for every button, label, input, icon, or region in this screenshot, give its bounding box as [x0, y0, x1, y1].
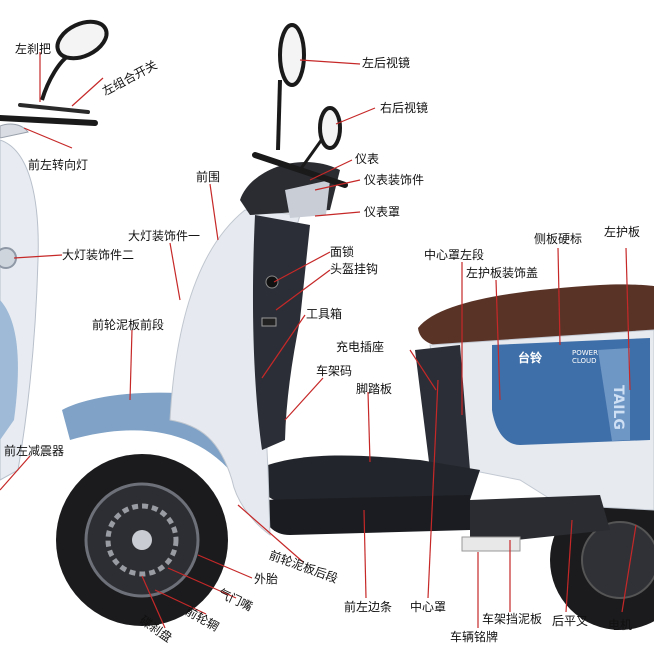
label-instrument-cover: 仪表罩 [364, 205, 401, 219]
label-headlight-trim-1: 大灯装饰件一 [128, 229, 201, 243]
left-rear-mirror-stem [276, 79, 282, 151]
label-left-guard-panel: 左护板 [604, 225, 641, 239]
label-motor: 电机 [608, 618, 633, 632]
disc-brake [105, 503, 179, 577]
label-front-apron: 前围 [196, 170, 221, 184]
leader-lines [0, 52, 637, 629]
left-mirror-stem [40, 53, 72, 101]
label-right-rear-mirror: 右后视镜 [380, 101, 429, 115]
side-panel-light-band [598, 348, 630, 441]
label-instrument: 仪表 [355, 152, 380, 166]
decal-power: POWER [572, 349, 598, 357]
seat [418, 284, 654, 347]
left-scooter-blue-fender [0, 300, 18, 440]
left-scooter-headlight [0, 247, 17, 269]
label-face-lock: 面锁 [330, 245, 355, 259]
left-handlebar [0, 115, 98, 126]
label-toolbox: 工具箱 [306, 307, 343, 321]
label-front-left-trim: 前左边条 [344, 600, 393, 614]
decal-cloud: CLOUD [572, 357, 597, 365]
label-vehicle-nameplate: 车辆铭牌 [450, 630, 499, 644]
left-mirror [55, 19, 109, 61]
face-lock [265, 275, 279, 289]
label-footboard: 脚踏板 [356, 382, 393, 396]
label-rear-swingarm: 后平叉 [552, 614, 589, 628]
label-left-guard-trim-cover: 左护板装饰盖 [466, 266, 539, 280]
left-brake-lever [18, 103, 90, 114]
label-outer-tire: 外胎 [254, 572, 279, 586]
label-side-hard-badge: 侧板硬标 [534, 232, 583, 246]
center-cover [415, 345, 470, 470]
label-headlight-trim-2: 大灯装饰件二 [62, 248, 135, 262]
label-center-cover-left: 中心罩左段 [424, 248, 485, 262]
label-center-cover: 中心罩 [410, 600, 447, 614]
rear-lower-frame [470, 495, 610, 545]
vehicle-nameplate-plate [461, 536, 521, 552]
left-rear-mirror [278, 23, 306, 87]
label-instrument-trim: 仪表装饰件 [364, 173, 425, 187]
front-hub [132, 530, 152, 550]
label-front-left-shock: 前左减震器 [4, 444, 65, 458]
decal-side-text: TAILG [610, 385, 626, 430]
label-charging-socket: 充电插座 [336, 340, 385, 354]
label-front-fender-front: 前轮泥板前段 [92, 318, 165, 332]
helmet-hook [261, 317, 277, 327]
label-frame-code: 车架码 [316, 364, 353, 378]
label-left-brake-lever: 左刹把 [15, 42, 52, 56]
label-frame-mudguard: 车架挡泥板 [482, 612, 543, 626]
inner-panel [252, 215, 310, 450]
rear-hub [581, 521, 654, 599]
label-front-left-turn-signal: 前左转向灯 [28, 158, 89, 172]
decal-brand: 台铃 [518, 351, 543, 365]
label-helmet-hook: 头盔挂钩 [330, 262, 379, 276]
label-left-rear-mirror: 左后视镜 [362, 56, 411, 70]
right-rear-mirror [318, 106, 342, 150]
front-left-trim [260, 495, 470, 535]
left-front-turn-signal [0, 123, 29, 139]
footboard [255, 455, 480, 505]
